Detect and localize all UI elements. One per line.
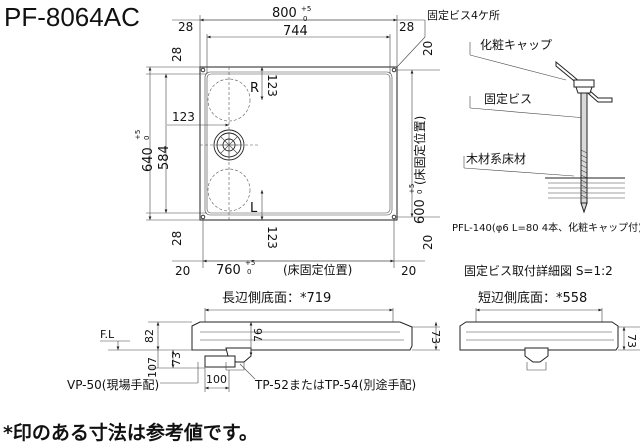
drain-position-r (207, 78, 251, 122)
vp-label: VP-50(現場手配) (67, 378, 159, 392)
floor-label: 木材系床材 (466, 152, 526, 166)
dim-28-top-right: 28 (399, 20, 414, 34)
dim-right-note: (床固定位置) (412, 116, 427, 185)
fixing-screw-note: 固定ビス4ケ所 (427, 8, 500, 22)
plan-view: R L 123 123 123 800 +5 0 28 28 74 (134, 5, 500, 278)
dim-width-tol-zero: 0 (303, 15, 307, 23)
tray-inner-rim (204, 71, 393, 216)
drain-position-l (207, 168, 251, 212)
dim-123-upper: 123 (265, 74, 279, 97)
dim-bottom-width: 760 (216, 263, 241, 278)
screw-spec: PFL-140(φ6 L=80 4本、化粧キャップ付) (452, 221, 640, 234)
dim-28-top-left: 28 (178, 20, 193, 34)
tray-floor (206, 73, 391, 214)
fixing-screw-mark (200, 214, 206, 220)
dim-width-inner: 744 (283, 24, 308, 39)
reference-note: *印のある寸法は参考値です。 (3, 422, 259, 444)
fixing-screw-mark (391, 214, 397, 220)
dim-123-left: 123 (172, 110, 195, 124)
long-side-view: 長辺側底面：*719 82 107 73 76 (67, 290, 442, 392)
dim-height-tol-zero: 0 (143, 136, 151, 140)
detail-title: 固定ビス取付詳細図 S=1:2 (464, 263, 613, 278)
dim-28-left-upper: 28 (170, 47, 184, 62)
dim-73-left: 73 (170, 352, 183, 366)
dim-right-tol-plus: +5 (408, 184, 416, 194)
model-number: PF-8064AC (4, 2, 140, 32)
dim-bottom-tol-plus: +5 (245, 259, 255, 267)
dim-height-inner: 584 (157, 145, 172, 170)
outlet-pipe (204, 355, 236, 368)
long-side-title: 長辺側底面：*719 (222, 290, 331, 306)
dim-20-bottom-left: 20 (175, 264, 190, 278)
dim-73-right: 73 (429, 330, 442, 344)
dim-height-total: 640 (141, 147, 156, 172)
dim-82: 82 (143, 329, 156, 343)
dim-bottom-tol-zero: 0 (247, 268, 251, 276)
tp-label: TP-52またはTP-54(別途手配) (254, 377, 416, 392)
dim-width-total: 800 (272, 6, 297, 21)
dim-20-bottom-right: 20 (401, 264, 416, 278)
fixing-screw-mark (200, 67, 206, 73)
cap-icon (573, 79, 595, 88)
dim-right-tol-zero: 0 (416, 190, 424, 194)
dim-100: 100 (206, 373, 227, 386)
dim-bottom-note: (床固定位置) (283, 262, 352, 277)
dim-107: 107 (146, 357, 159, 378)
screw-label: 固定ビス (484, 91, 532, 106)
dim-73-short: 73 (625, 334, 638, 348)
screw-detail: 化粧キャップ 固定ビス 木材系床材 (452, 38, 640, 278)
dim-20-right-upper: 20 (421, 41, 435, 56)
dim-height-tol-plus: +5 (134, 130, 142, 140)
dim-76: 76 (252, 328, 265, 342)
dim-28-left-lower: 28 (170, 231, 184, 246)
dim-123-lower: 123 (265, 226, 279, 249)
short-side-view: 短辺側底面：*558 73 (459, 290, 640, 371)
floor-level-label: F.L (100, 328, 115, 341)
fixing-screw-mark (391, 67, 397, 73)
short-side-title: 短辺側底面：*558 (478, 290, 587, 306)
dim-20-right-lower: 20 (421, 235, 435, 250)
drain-label-r: R (250, 81, 259, 96)
dim-right-height: 600 (413, 199, 428, 224)
floor-hatch (548, 182, 625, 199)
cap-label: 化粧キャップ (480, 38, 552, 52)
drain-label-l: L (250, 201, 258, 216)
tray-outline (199, 66, 398, 221)
drain-trap-icon (524, 347, 549, 363)
dim-width-tol-plus: +5 (301, 5, 311, 13)
